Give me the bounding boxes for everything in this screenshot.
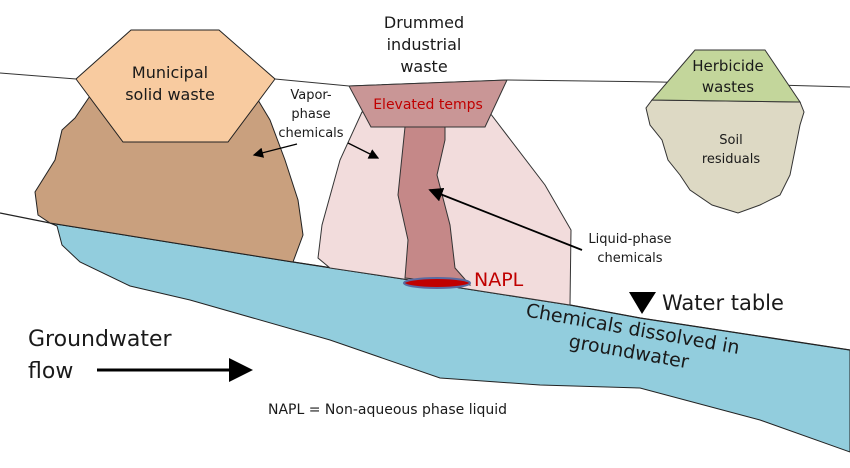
- label-line: wastes: [702, 78, 754, 96]
- label-line: chemicals: [278, 126, 343, 141]
- label-line: phase: [291, 107, 330, 122]
- napl-pool: [403, 277, 471, 289]
- water-table-triangle-icon: [629, 292, 656, 314]
- label-line: Drummed: [384, 13, 464, 32]
- drummed-waste-container: [348, 79, 508, 128]
- label-line: flow: [28, 359, 73, 384]
- liquid-arrow: [428, 187, 583, 251]
- napl-label: NAPL: [474, 269, 524, 291]
- label-line: Liquid-phase: [588, 232, 671, 247]
- herbicide-label: Herbicide wastes: [692, 57, 764, 96]
- vapor-arrow-left: [252, 143, 298, 158]
- groundwater-flow-label: Groundwater flow: [28, 327, 173, 384]
- herbicide-waste-trapezoid: [650, 49, 801, 103]
- elevated-temps-label: Elevated temps: [373, 97, 483, 113]
- label-line: Vapor-: [290, 88, 332, 103]
- label-line: Groundwater: [28, 327, 173, 352]
- vapor-phase-label: Vapor- phase chemicals: [278, 88, 343, 141]
- label-line: chemicals: [597, 251, 662, 266]
- municipal-waste-hexagon: [75, 29, 276, 143]
- label-line: solid waste: [125, 85, 215, 104]
- municipal-waste-label: Municipal solid waste: [125, 63, 215, 104]
- soil-residuals-label: Soil residuals: [702, 133, 761, 167]
- label-line: Herbicide: [692, 57, 764, 75]
- label-line: Municipal: [132, 63, 208, 82]
- drummed-waste-label: Drummed industrial waste: [384, 13, 464, 76]
- liquid-phase-column: [397, 126, 472, 286]
- label-line: industrial: [387, 35, 462, 54]
- label-line: Soil: [719, 133, 742, 148]
- label-line: waste: [400, 57, 447, 76]
- municipal-contamination-zone: [34, 92, 304, 263]
- soil-residuals-zone: [645, 99, 805, 214]
- label-line: residuals: [702, 152, 761, 167]
- water-table-label: Water table: [662, 291, 784, 315]
- napl-definition-footnote: NAPL = Non-aqueous phase liquid: [268, 402, 507, 418]
- liquid-phase-label: Liquid-phase chemicals: [588, 232, 671, 266]
- vapor-arrow-right: [347, 142, 380, 159]
